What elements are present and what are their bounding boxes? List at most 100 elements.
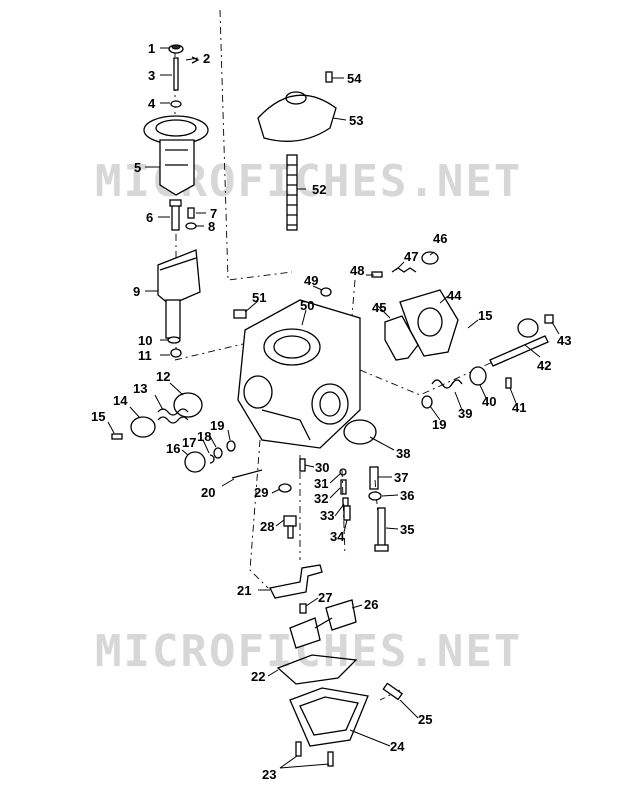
part-26-float <box>289 599 357 649</box>
callout-52: 52 <box>312 182 326 197</box>
part-31-washer <box>339 468 347 476</box>
callout-41: 41 <box>512 400 526 415</box>
part-38-diaphragm <box>343 419 377 445</box>
callout-43: 43 <box>557 333 571 348</box>
part-19-oring-right <box>421 395 433 409</box>
callout-2: 2 <box>203 51 210 66</box>
part-8-washer <box>185 222 197 230</box>
part-10-washer <box>167 336 181 344</box>
callout-53: 53 <box>349 113 363 128</box>
callout-16: 16 <box>166 441 180 456</box>
callout-51: 51 <box>252 290 266 305</box>
part-46-valve <box>421 251 439 265</box>
part-4-washer <box>170 100 182 108</box>
part-32-spring <box>340 479 347 495</box>
callout-11: 11 <box>138 348 152 363</box>
callout-18: 18 <box>197 429 211 444</box>
callout-47: 47 <box>404 249 418 264</box>
part-49-cap <box>320 287 332 297</box>
part-29-oring <box>278 483 292 493</box>
callout-14: 14 <box>113 393 128 408</box>
part-34-jet <box>343 505 351 521</box>
callout-21: 21 <box>237 583 251 598</box>
part-11-nut <box>170 348 182 358</box>
part-41-screw <box>505 377 512 389</box>
callout-48: 48 <box>350 263 364 278</box>
callout-5: 5 <box>134 160 141 175</box>
callout-31: 31 <box>314 476 328 491</box>
callout-22: 22 <box>251 669 265 684</box>
callout-20: 20 <box>201 485 215 500</box>
part-6-screw <box>169 199 182 231</box>
part-15-screw-left <box>111 433 123 440</box>
callout-10: 10 <box>138 333 152 348</box>
callout-7: 7 <box>210 206 217 221</box>
leader-lines <box>107 47 560 769</box>
callout-33: 33 <box>320 508 334 523</box>
callout-4: 4 <box>148 96 156 111</box>
part-17-clip <box>209 454 215 464</box>
callout-45: 45 <box>372 300 386 315</box>
part-28-jet <box>283 515 297 539</box>
part-16-plug <box>184 451 206 473</box>
callout-8: 8 <box>208 219 215 234</box>
callout-38: 38 <box>396 446 410 461</box>
part-54-screw <box>325 71 333 83</box>
part-37-spring <box>369 466 379 490</box>
callout-36: 36 <box>400 488 414 503</box>
part-21-bracket <box>269 564 323 599</box>
callout-6: 6 <box>146 210 153 225</box>
callout-50: 50 <box>300 298 314 313</box>
part-20-screw <box>231 469 263 479</box>
part-47-spring <box>391 267 417 273</box>
callout-3: 3 <box>148 68 155 83</box>
callout-27: 27 <box>318 590 332 605</box>
part-30-jet <box>299 458 306 472</box>
callout-35: 35 <box>400 522 414 537</box>
callout-19-left: 19 <box>210 418 224 433</box>
callout-30: 30 <box>315 460 329 475</box>
part-24-float-bowl <box>289 687 369 747</box>
part-35-needle-jet <box>374 507 389 552</box>
part-14-diaphragm <box>130 416 156 438</box>
callout-28: 28 <box>260 519 274 534</box>
part-43-screw <box>544 314 554 324</box>
part-45-gasket <box>384 315 419 361</box>
callout-1: 1 <box>148 41 155 56</box>
callout-34: 34 <box>330 529 345 544</box>
part-42-shaft <box>489 318 549 367</box>
part-2-clip <box>191 56 200 64</box>
callout-15-right: 15 <box>478 308 492 323</box>
callout-15-left: 15 <box>91 409 105 424</box>
part-7-screw <box>187 207 195 219</box>
part-27-screw <box>299 603 307 614</box>
callout-19-right: 19 <box>432 417 446 432</box>
callout-12: 12 <box>156 369 170 384</box>
callout-32: 32 <box>314 491 328 506</box>
part-40-cap <box>469 366 487 386</box>
part-51-plug <box>233 309 247 319</box>
callout-26: 26 <box>364 597 378 612</box>
callout-46: 46 <box>433 231 447 246</box>
callout-9: 9 <box>133 284 140 299</box>
part-22-gasket <box>276 654 358 685</box>
part-carburetor-body <box>237 299 361 449</box>
callout-17: 17 <box>182 435 196 450</box>
part-39-spring <box>431 379 463 389</box>
callout-44: 44 <box>447 288 462 303</box>
part-25-drain-screw <box>382 682 403 701</box>
part-52-spring <box>286 154 298 231</box>
part-5-diaphragm-slide <box>143 115 209 196</box>
callout-49: 49 <box>304 273 318 288</box>
part-3-needle <box>173 57 179 91</box>
callout-labels: 1 2 3 4 5 6 7 8 9 10 11 12 13 14 15 16 1… <box>91 41 571 782</box>
callout-39: 39 <box>458 406 472 421</box>
part-23-screws <box>295 741 334 767</box>
part-1-nut <box>168 44 184 54</box>
part-19-oring-left <box>226 440 236 452</box>
callout-54: 54 <box>347 71 362 86</box>
part-9-throttle-plunger <box>157 249 201 339</box>
callout-24: 24 <box>390 739 405 754</box>
callout-13: 13 <box>133 381 147 396</box>
